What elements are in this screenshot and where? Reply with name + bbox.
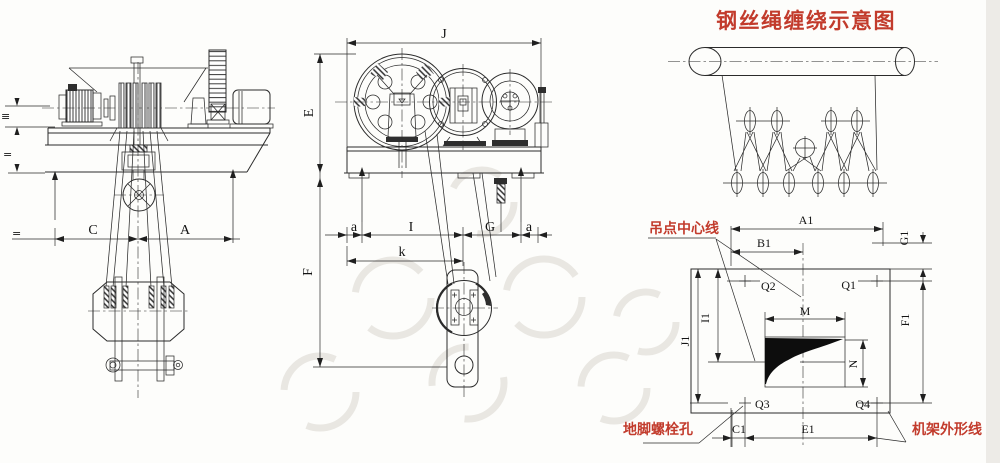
dim-label-g: G (485, 220, 495, 235)
motor-side (58, 84, 103, 127)
dim-label-e: E (302, 109, 317, 118)
dim-break-mark: = (12, 227, 21, 240)
frame-girder (344, 146, 544, 174)
anchor-bolts-front (359, 167, 524, 243)
side-left-dims: ≡ = (1, 98, 55, 174)
reeving-diagram: 钢丝绳缠绕示意图 (668, 9, 938, 197)
dim-label-j: J (441, 27, 447, 42)
label-q1: Q1 (841, 278, 856, 292)
dim-label-n: N (846, 359, 860, 368)
dim-label-a-right: a (526, 220, 533, 235)
hook-block-front (432, 262, 498, 400)
dim-label-k: k (399, 245, 406, 260)
dim-label-b1: B1 (757, 236, 771, 250)
label-q2: Q2 (761, 279, 776, 293)
front-view: J E F a I G a k (301, 27, 552, 400)
label-q4: Q4 (855, 397, 870, 411)
hook-block-side (88, 276, 190, 382)
callout-lift-center-line: 吊点中心线 (648, 220, 802, 362)
hoist-ropes (424, 130, 497, 285)
side-bottom-dims: = C A (12, 223, 240, 246)
dim-label-i: I (409, 220, 414, 235)
watermark (280, 0, 1000, 463)
rope-drum (668, 47, 938, 76)
dim-label-a-left: a (351, 220, 358, 235)
rope-reeving-lines (721, 74, 878, 172)
plan-view: Q2 Q1 Q3 Q4 A1 B1 G1 F1 I1 J1 M N (623, 213, 982, 447)
rail-pins (52, 169, 236, 243)
buffer-bracket (534, 87, 549, 148)
gearbox-side (229, 89, 274, 129)
callout-frame-outline: 机架外形线 (875, 410, 982, 443)
dim-label-f: F (301, 268, 316, 276)
label-q3: Q3 (755, 397, 770, 411)
suspension-cap (130, 56, 144, 64)
dim-label-j1: J1 (678, 336, 692, 347)
dim-label-c1: C1 (732, 422, 746, 436)
dim-label-g1: G1 (897, 231, 911, 246)
dim-label-a: A (180, 223, 191, 238)
front-dims: J E F a I G a k (301, 27, 552, 368)
rope-falls (105, 130, 173, 288)
bolt-hole-q3 (739, 397, 751, 409)
dim-label-i1: I1 (698, 313, 712, 323)
side-view: ≡ = = C A (1, 49, 275, 398)
reeving-title: 钢丝绳缠绕示意图 (716, 9, 896, 33)
dim-label-m: M (800, 304, 811, 318)
sheave-rows (723, 107, 887, 197)
travel-motor (481, 72, 539, 146)
coupling (103, 98, 109, 118)
dim-label-e1: E1 (801, 422, 814, 436)
frame-outline-rect (690, 268, 891, 414)
callout-anchor-bolt-text: 地脚螺栓孔 (623, 421, 693, 437)
callout-lift-center-text: 吊点中心线 (649, 220, 719, 236)
bearing-pedestal (190, 97, 207, 125)
gear-column (206, 49, 230, 125)
callout-frame-outline-text: 机架外形线 (912, 421, 982, 437)
callout-anchor-bolt-hole: 地脚螺栓孔 (623, 405, 744, 444)
dim-mark-lower: = (3, 148, 12, 161)
dim-label-c: C (88, 223, 97, 238)
dim-label-a1: A1 (799, 213, 814, 227)
dim-label-f1: F1 (898, 314, 912, 327)
sheave-stack (109, 82, 169, 142)
counterweight-shape (765, 338, 843, 384)
dim-mark-upper: ≡ (1, 110, 10, 123)
scan-edge-shadow (986, 0, 1000, 463)
